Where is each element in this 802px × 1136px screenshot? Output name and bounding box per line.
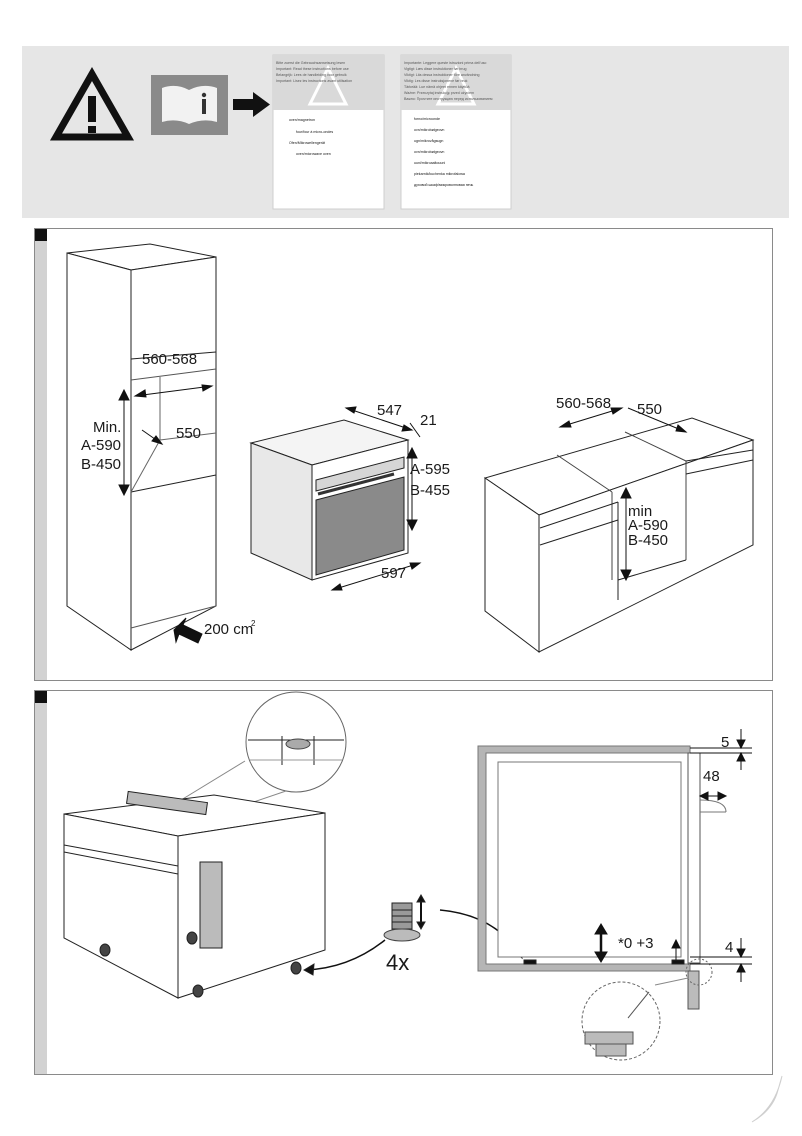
ventilation-unit-superscript: 2	[251, 619, 256, 628]
manual-2-row-5: uuni/mikroaaltouuni	[414, 161, 445, 165]
warning-triangle-icon	[49, 66, 135, 141]
column-cabinet	[66, 243, 217, 651]
adjustment-range-label: *0 +3	[618, 935, 653, 952]
column-width-label: 560-568	[142, 351, 197, 368]
manual-1-header-3: Belangrijk: Lees de handleiding voor geb…	[276, 73, 347, 77]
manual-2-row-4: ovn/mikrobølgeovn	[414, 150, 444, 154]
manual-2-header-4: Viktig: Les disse instruksjonene før bru…	[404, 79, 468, 83]
oven-height-b-label: B-455	[410, 482, 450, 499]
oven-front-label: 21	[420, 412, 437, 429]
manual-2-row-6: piekarnik/kuchenka mikrofalowa	[414, 172, 465, 176]
manual-2-header-7: Важно: Прочтите инструкцию перед использ…	[404, 97, 493, 101]
oven-dimension-lines	[330, 406, 422, 591]
manual-2-header-1: Importante: Leggere queste istruzioni pr…	[404, 61, 486, 65]
oven-body	[63, 790, 326, 999]
manual-1-row-3: Ofen/Mikrowellengerät	[289, 141, 325, 145]
ventilation-label: 200 cm	[204, 621, 253, 638]
column-height-b-label: B-450	[81, 456, 121, 473]
column-height-a-label: A-590	[81, 437, 121, 454]
cabinet-cross-section	[477, 745, 727, 1010]
base-dimension-lines	[558, 407, 688, 582]
bottom-gap-label: 4	[725, 939, 733, 956]
base-min-label: min	[628, 503, 652, 520]
gap-dimension-marks	[594, 729, 752, 982]
base-height-b-label: B-450	[628, 532, 668, 549]
manual-1-row-1: oven/magnetron	[289, 118, 315, 122]
adjustable-foot-icon	[383, 893, 426, 942]
manual-2-row-1: forno/microonde	[414, 117, 440, 121]
manual-2-header-3: Viktigt: Läs dessa instruktioner före an…	[404, 73, 479, 77]
manual-page-illustration-2	[400, 54, 512, 210]
panel-side-strip-2	[35, 691, 47, 1074]
arrow-right-icon	[233, 92, 270, 117]
manual-1-header-1: Bitte zuerst die Gebrauchsanweisung lese…	[276, 61, 345, 65]
manual-2-row-2: ovn/mikrobølgeovn	[414, 128, 444, 132]
column-dimension-lines	[118, 384, 214, 497]
column-depth-label: 550	[176, 425, 201, 442]
column-min-label: Min.	[93, 419, 121, 436]
base-height-a-label: A-590	[628, 517, 668, 534]
page-swoosh-logo	[751, 1075, 783, 1123]
panel-corner-marker-2	[35, 691, 47, 703]
manual-2-header-2: Vigtigt: Læs disse instruktioner før bru…	[404, 67, 466, 71]
built-in-oven	[249, 419, 410, 581]
panel-side-strip	[35, 229, 47, 680]
foot-count-label: 4x	[386, 950, 409, 975]
manual-1-row-2: four/four à micro-ondes	[296, 130, 333, 134]
manual-page-illustration	[272, 54, 385, 210]
oven-width-label: 597	[381, 565, 406, 582]
manual-2-row-7: духовой шкаф/микроволновая печь	[414, 183, 473, 187]
read-manual-icon	[151, 75, 228, 135]
panel-corner-marker	[35, 229, 47, 241]
manual-1-row-4: oven/microwave oven	[296, 152, 331, 156]
top-gap-label: 5	[721, 734, 729, 751]
manual-2-row-3: ugn/mikrovågsugn	[414, 139, 443, 143]
manual-2-header-5: Tärkeää: Lue nämä ohjeet ennen käyttöä	[404, 85, 470, 89]
side-gap-label: 48	[703, 768, 720, 785]
oven-height-a-label: A-595	[410, 461, 450, 478]
detail-magnifier-2	[581, 958, 713, 1061]
manual-1-header-2: Important: Read these instructions befor…	[276, 67, 349, 71]
base-width-label: 560-568	[556, 395, 611, 412]
oven-depth-label: 547	[377, 402, 402, 419]
base-depth-label: 550	[637, 401, 662, 418]
manual-2-header-6: Ważne: Przeczytaj instrukcję przed użyci…	[404, 91, 474, 95]
ventilation-arrow-icon	[173, 617, 203, 644]
base-cabinet	[483, 417, 755, 654]
manual-1-header-4: Important: Lisez les instructions avant …	[276, 79, 352, 83]
curved-arrow	[305, 939, 386, 971]
